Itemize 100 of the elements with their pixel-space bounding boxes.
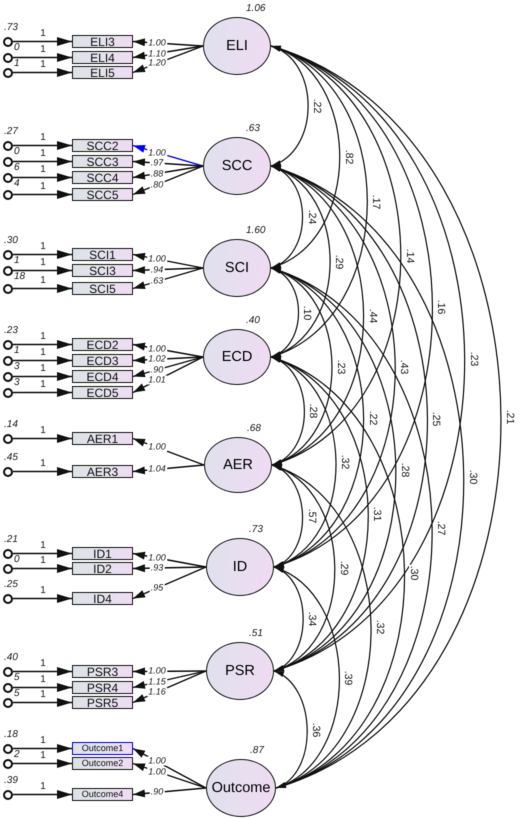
edge-label: 1: [39, 29, 47, 39]
error-term-circle: [3, 340, 13, 350]
arrow: [132, 356, 204, 394]
arrow: [13, 372, 72, 381]
edge-label: .10: [302, 304, 312, 321]
variance-label: .45: [3, 452, 19, 462]
edge-label: .28: [308, 402, 318, 420]
variance-label: .23: [3, 326, 19, 336]
edge-label: .31: [372, 506, 382, 522]
edge-label: 1: [39, 459, 47, 469]
arrow: [13, 141, 72, 150]
observed-variable-box: [72, 681, 133, 694]
edge-label: .57: [306, 508, 317, 524]
variance-label: .40: [245, 316, 261, 326]
variable-name: PSR: [225, 663, 255, 679]
error-term-circle: [3, 172, 13, 182]
variable-name: PSR3: [86, 666, 118, 676]
observed-variable-box: [72, 155, 133, 168]
error-term-circle: [3, 52, 13, 62]
edge-label: .32: [375, 618, 386, 635]
variable-name: SCC: [222, 158, 252, 174]
error-term-circle: [3, 140, 13, 150]
arrow: [13, 250, 72, 259]
observed-variable-box: [72, 592, 133, 605]
variance-label: 3: [13, 362, 21, 372]
variance-label: 3: [13, 378, 21, 388]
variance-label: 2: [13, 750, 21, 760]
variance-label: .40: [3, 652, 19, 662]
variance-label: 1: [13, 346, 21, 356]
arrow: [13, 790, 72, 799]
edge-label: 1: [39, 751, 47, 761]
double-headed-arrow: [274, 566, 340, 789]
edge-label: 1: [39, 556, 47, 566]
variance-label: 0: [13, 43, 21, 53]
variance-label: .18: [3, 730, 19, 740]
edge-label: 1.04: [147, 464, 167, 474]
arrow: [132, 342, 204, 358]
observed-variable-box: [72, 188, 133, 201]
variance-label: 1.60: [245, 226, 266, 236]
arrow: [13, 759, 72, 768]
edge-label: 1: [39, 258, 47, 268]
edge-label: .16: [436, 298, 446, 315]
edge-label: 1: [39, 133, 47, 143]
arrow: [13, 683, 72, 692]
variance-label: .63: [245, 124, 261, 134]
edge-label: 1.00: [147, 756, 167, 766]
edge-label: 1: [39, 242, 47, 252]
edge-label: .97: [150, 158, 164, 168]
error-term-circle: [3, 594, 13, 604]
variance-label: .73: [248, 525, 264, 535]
error-term-circle: [3, 666, 13, 676]
arrow: [13, 284, 72, 293]
edge-label: 1: [39, 276, 47, 286]
edge-label: .43: [399, 358, 410, 375]
variance-label: 1: [13, 256, 21, 266]
variance-label: .21: [3, 534, 19, 544]
error-term-circle: [3, 356, 13, 366]
edge-label: 1: [39, 45, 47, 55]
edge-label: 1.00: [147, 344, 167, 354]
arrow: [132, 670, 206, 704]
variance-label: .25: [3, 580, 19, 590]
arrow: [13, 594, 72, 603]
variable-name: ECD: [222, 349, 252, 365]
arrow: [132, 356, 204, 378]
observed-variable-box: [72, 547, 133, 560]
arrow: [132, 356, 204, 364]
edge-label: .93: [150, 564, 164, 572]
edge-label: .22: [312, 98, 322, 114]
variance-label: .39: [3, 776, 19, 786]
observed-variable-box: [72, 696, 133, 709]
arrow: [13, 434, 72, 443]
observed-variable-box: [72, 757, 133, 770]
variance-label: .87: [249, 746, 265, 756]
arrow: [132, 158, 204, 167]
edge-label: 1.00: [147, 38, 167, 48]
edge-label: 1.00: [147, 553, 167, 562]
variable-name: ECD3: [86, 356, 118, 366]
observed-variable-box: [72, 139, 133, 152]
edge-label: 1.00: [147, 666, 167, 676]
edge-label: 1.02: [147, 354, 167, 364]
observed-variable-box: [72, 66, 133, 79]
arrow: [132, 45, 204, 60]
error-term-circle: [3, 434, 13, 444]
arrow: [13, 356, 72, 365]
variable-name: PSR5: [86, 698, 118, 708]
variable-name: ELI: [226, 38, 248, 54]
variable-name: ECD4: [86, 372, 118, 382]
variable-name: AER1: [86, 434, 118, 444]
variance-label: 4: [13, 179, 21, 189]
variance-label: 1.06: [245, 4, 266, 14]
observed-variable-box: [72, 264, 133, 277]
arrow: [132, 165, 204, 180]
variable-name: SCC4: [86, 172, 118, 182]
edge-label: 1.00: [147, 767, 167, 776]
error-term-circle: [3, 466, 13, 476]
arrow: [13, 157, 72, 166]
edge-label: 1: [39, 690, 47, 700]
arrow: [13, 173, 72, 182]
edge-label: 1: [39, 426, 47, 436]
edge-label: 1.10: [147, 49, 167, 58]
